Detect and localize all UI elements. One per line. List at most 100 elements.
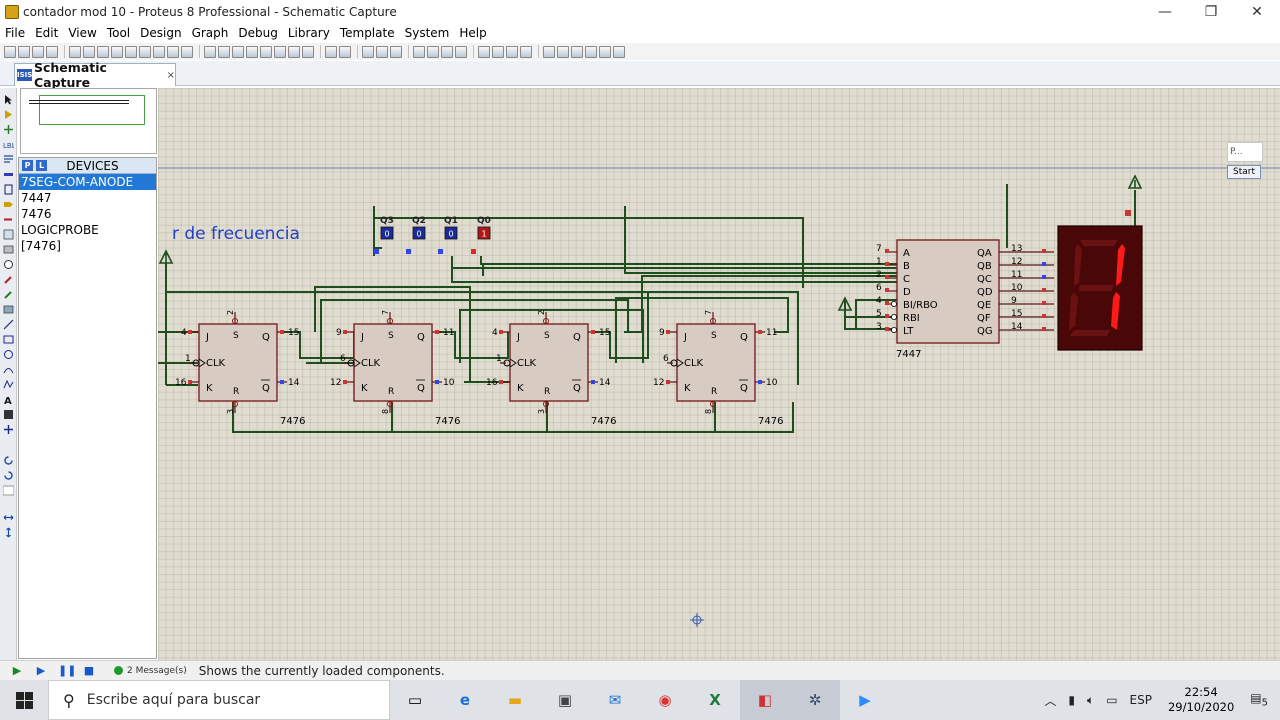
menu-graph[interactable]: Graph bbox=[191, 26, 229, 40]
close-button[interactable]: ✕ bbox=[1251, 4, 1263, 20]
save-file-icon[interactable] bbox=[32, 45, 44, 58]
terminals-icon[interactable] bbox=[3, 199, 14, 208]
copy-icon[interactable] bbox=[376, 45, 388, 58]
minimize-button[interactable]: — bbox=[1158, 4, 1172, 20]
rotation-angle-field[interactable] bbox=[2, 485, 15, 496]
device-item-7seg-com-anode[interactable]: 7SEG-COM-ANODE bbox=[19, 174, 156, 190]
tray-chevron-icon[interactable]: ︿ bbox=[1044, 693, 1057, 708]
mirror-y-icon[interactable] bbox=[3, 527, 14, 538]
block-rotate-icon[interactable] bbox=[441, 45, 453, 58]
refresh-icon[interactable] bbox=[204, 45, 216, 58]
origin-icon[interactable] bbox=[232, 45, 244, 58]
current-probe-icon[interactable] bbox=[3, 289, 14, 299]
edge-browser-icon[interactable]: e bbox=[459, 691, 471, 709]
menu-file[interactable]: File bbox=[5, 26, 26, 40]
decompose-icon[interactable] bbox=[520, 45, 532, 58]
wire-autorouter-icon[interactable] bbox=[543, 45, 555, 58]
device-item-logicprobe[interactable]: LOGICPROBE bbox=[21, 223, 99, 237]
block-delete-icon[interactable] bbox=[455, 45, 467, 58]
packaging-icon[interactable] bbox=[506, 45, 518, 58]
redo-icon[interactable] bbox=[339, 45, 351, 58]
property-tool-icon[interactable] bbox=[571, 45, 583, 58]
notifications-icon[interactable]: ▤5 bbox=[1250, 691, 1268, 709]
pick-device-icon[interactable] bbox=[478, 45, 490, 58]
network-icon[interactable]: ▭ bbox=[1106, 693, 1118, 707]
text-2d-icon[interactable]: A bbox=[3, 394, 14, 407]
close-project-icon[interactable] bbox=[46, 45, 58, 58]
clock[interactable]: 22:54 29/10/2020 bbox=[1158, 685, 1244, 715]
search-tag-icon[interactable] bbox=[557, 45, 569, 58]
generator-icon[interactable] bbox=[3, 259, 14, 269]
zoom-area-icon[interactable] bbox=[302, 45, 314, 58]
device-pins-icon[interactable] bbox=[3, 214, 14, 223]
virtual-instruments-icon[interactable] bbox=[3, 304, 14, 314]
zoom-all-icon[interactable] bbox=[288, 45, 300, 58]
pick-devices-button[interactable]: P bbox=[22, 160, 33, 171]
device-item-7476[interactable]: 7476 bbox=[21, 207, 52, 221]
cut-icon[interactable] bbox=[362, 45, 374, 58]
library-manager-button[interactable]: L bbox=[36, 160, 47, 171]
menu-library[interactable]: Library bbox=[287, 26, 330, 40]
maximize-button[interactable]: ❐ bbox=[1204, 4, 1218, 20]
zoom-icon[interactable]: ▶ bbox=[859, 691, 871, 709]
selection-mode-icon[interactable] bbox=[3, 94, 14, 105]
line-2d-icon[interactable] bbox=[3, 319, 14, 330]
make-device-icon[interactable] bbox=[492, 45, 504, 58]
mail-icon[interactable]: ✉ bbox=[608, 691, 622, 709]
seven-segment-display[interactable] bbox=[1057, 210, 1143, 351]
schematic-icon[interactable] bbox=[83, 45, 95, 58]
netlist-icon[interactable] bbox=[613, 45, 625, 58]
marker-2d-icon[interactable] bbox=[3, 424, 14, 434]
zoom-out-icon[interactable] bbox=[274, 45, 286, 58]
symbol-2d-icon[interactable] bbox=[3, 409, 14, 419]
language-indicator[interactable]: ESP bbox=[1129, 693, 1152, 707]
menu-debug[interactable]: Debug bbox=[238, 26, 278, 40]
task-view-icon[interactable]: ▭ bbox=[407, 691, 423, 709]
tray-usb-icon[interactable]: ▮ bbox=[1068, 693, 1075, 707]
menu-template[interactable]: Template bbox=[339, 26, 395, 40]
chrome-icon[interactable]: ◉ bbox=[658, 691, 672, 709]
new-file-icon[interactable] bbox=[4, 45, 16, 58]
mirror-x-icon[interactable] bbox=[3, 512, 14, 521]
remove-sheet-icon[interactable] bbox=[599, 45, 611, 58]
menu-edit[interactable]: Edit bbox=[35, 26, 59, 40]
start-button[interactable]: Start bbox=[1227, 165, 1261, 179]
device-item-7447[interactable]: 7447 bbox=[21, 191, 52, 205]
volume-icon[interactable]: 🔈︎ bbox=[1087, 692, 1095, 707]
paint-icon[interactable]: ◧ bbox=[740, 680, 790, 720]
bom-icon[interactable] bbox=[139, 45, 151, 58]
rotate-anticlockwise-icon[interactable] bbox=[3, 470, 14, 480]
undo-icon[interactable] bbox=[325, 45, 337, 58]
proteus-taskbar-icon[interactable]: ✲ bbox=[790, 680, 840, 720]
home-icon[interactable] bbox=[69, 45, 81, 58]
windows-start-button[interactable] bbox=[0, 680, 48, 720]
open-file-icon[interactable] bbox=[18, 45, 30, 58]
zoom-in-icon[interactable] bbox=[260, 45, 272, 58]
play-button[interactable]: ▶ bbox=[12, 663, 22, 677]
box-2d-icon[interactable] bbox=[3, 334, 14, 344]
menu-design[interactable]: Design bbox=[140, 26, 182, 40]
overview-window[interactable] bbox=[20, 88, 157, 154]
voltage-probe-icon[interactable] bbox=[3, 274, 14, 284]
arc-2d-icon[interactable] bbox=[3, 364, 14, 374]
paste-icon[interactable] bbox=[390, 45, 402, 58]
stop-button[interactable]: ■ bbox=[83, 663, 95, 677]
bus-icon[interactable] bbox=[3, 169, 14, 178]
graph-mode-icon[interactable] bbox=[3, 229, 14, 240]
tab-schematic-capture[interactable]: ISIS Schematic Capture × bbox=[14, 60, 176, 90]
pcb-layout-icon[interactable] bbox=[97, 45, 109, 58]
rotate-clockwise-icon[interactable] bbox=[3, 455, 14, 465]
grid-toggle-icon[interactable] bbox=[218, 45, 230, 58]
subcircuit-icon[interactable] bbox=[3, 184, 14, 195]
overview-viewport-frame[interactable] bbox=[39, 95, 145, 125]
menu-view[interactable]: View bbox=[68, 26, 97, 40]
menu-help[interactable]: Help bbox=[459, 26, 487, 40]
tape-recorder-icon[interactable] bbox=[3, 244, 14, 254]
circle-2d-icon[interactable] bbox=[3, 349, 14, 359]
step-button[interactable]: ▶ bbox=[36, 663, 46, 677]
pan-icon[interactable] bbox=[246, 45, 258, 58]
tab-close-icon[interactable]: × bbox=[166, 69, 175, 81]
